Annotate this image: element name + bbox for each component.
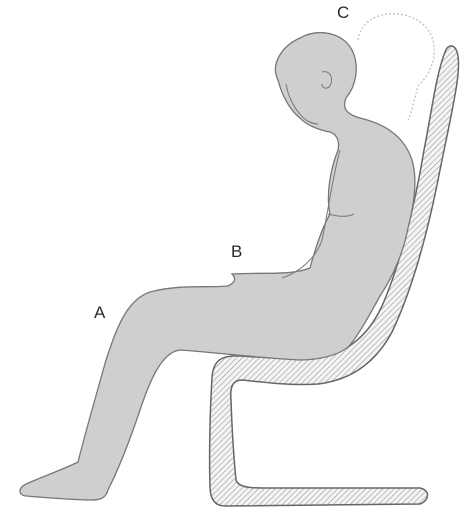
label-a: A	[94, 304, 105, 321]
label-c: C	[337, 4, 349, 21]
label-b: B	[231, 243, 242, 260]
alternate-head-outline	[358, 14, 434, 120]
ghost-head	[358, 14, 434, 120]
